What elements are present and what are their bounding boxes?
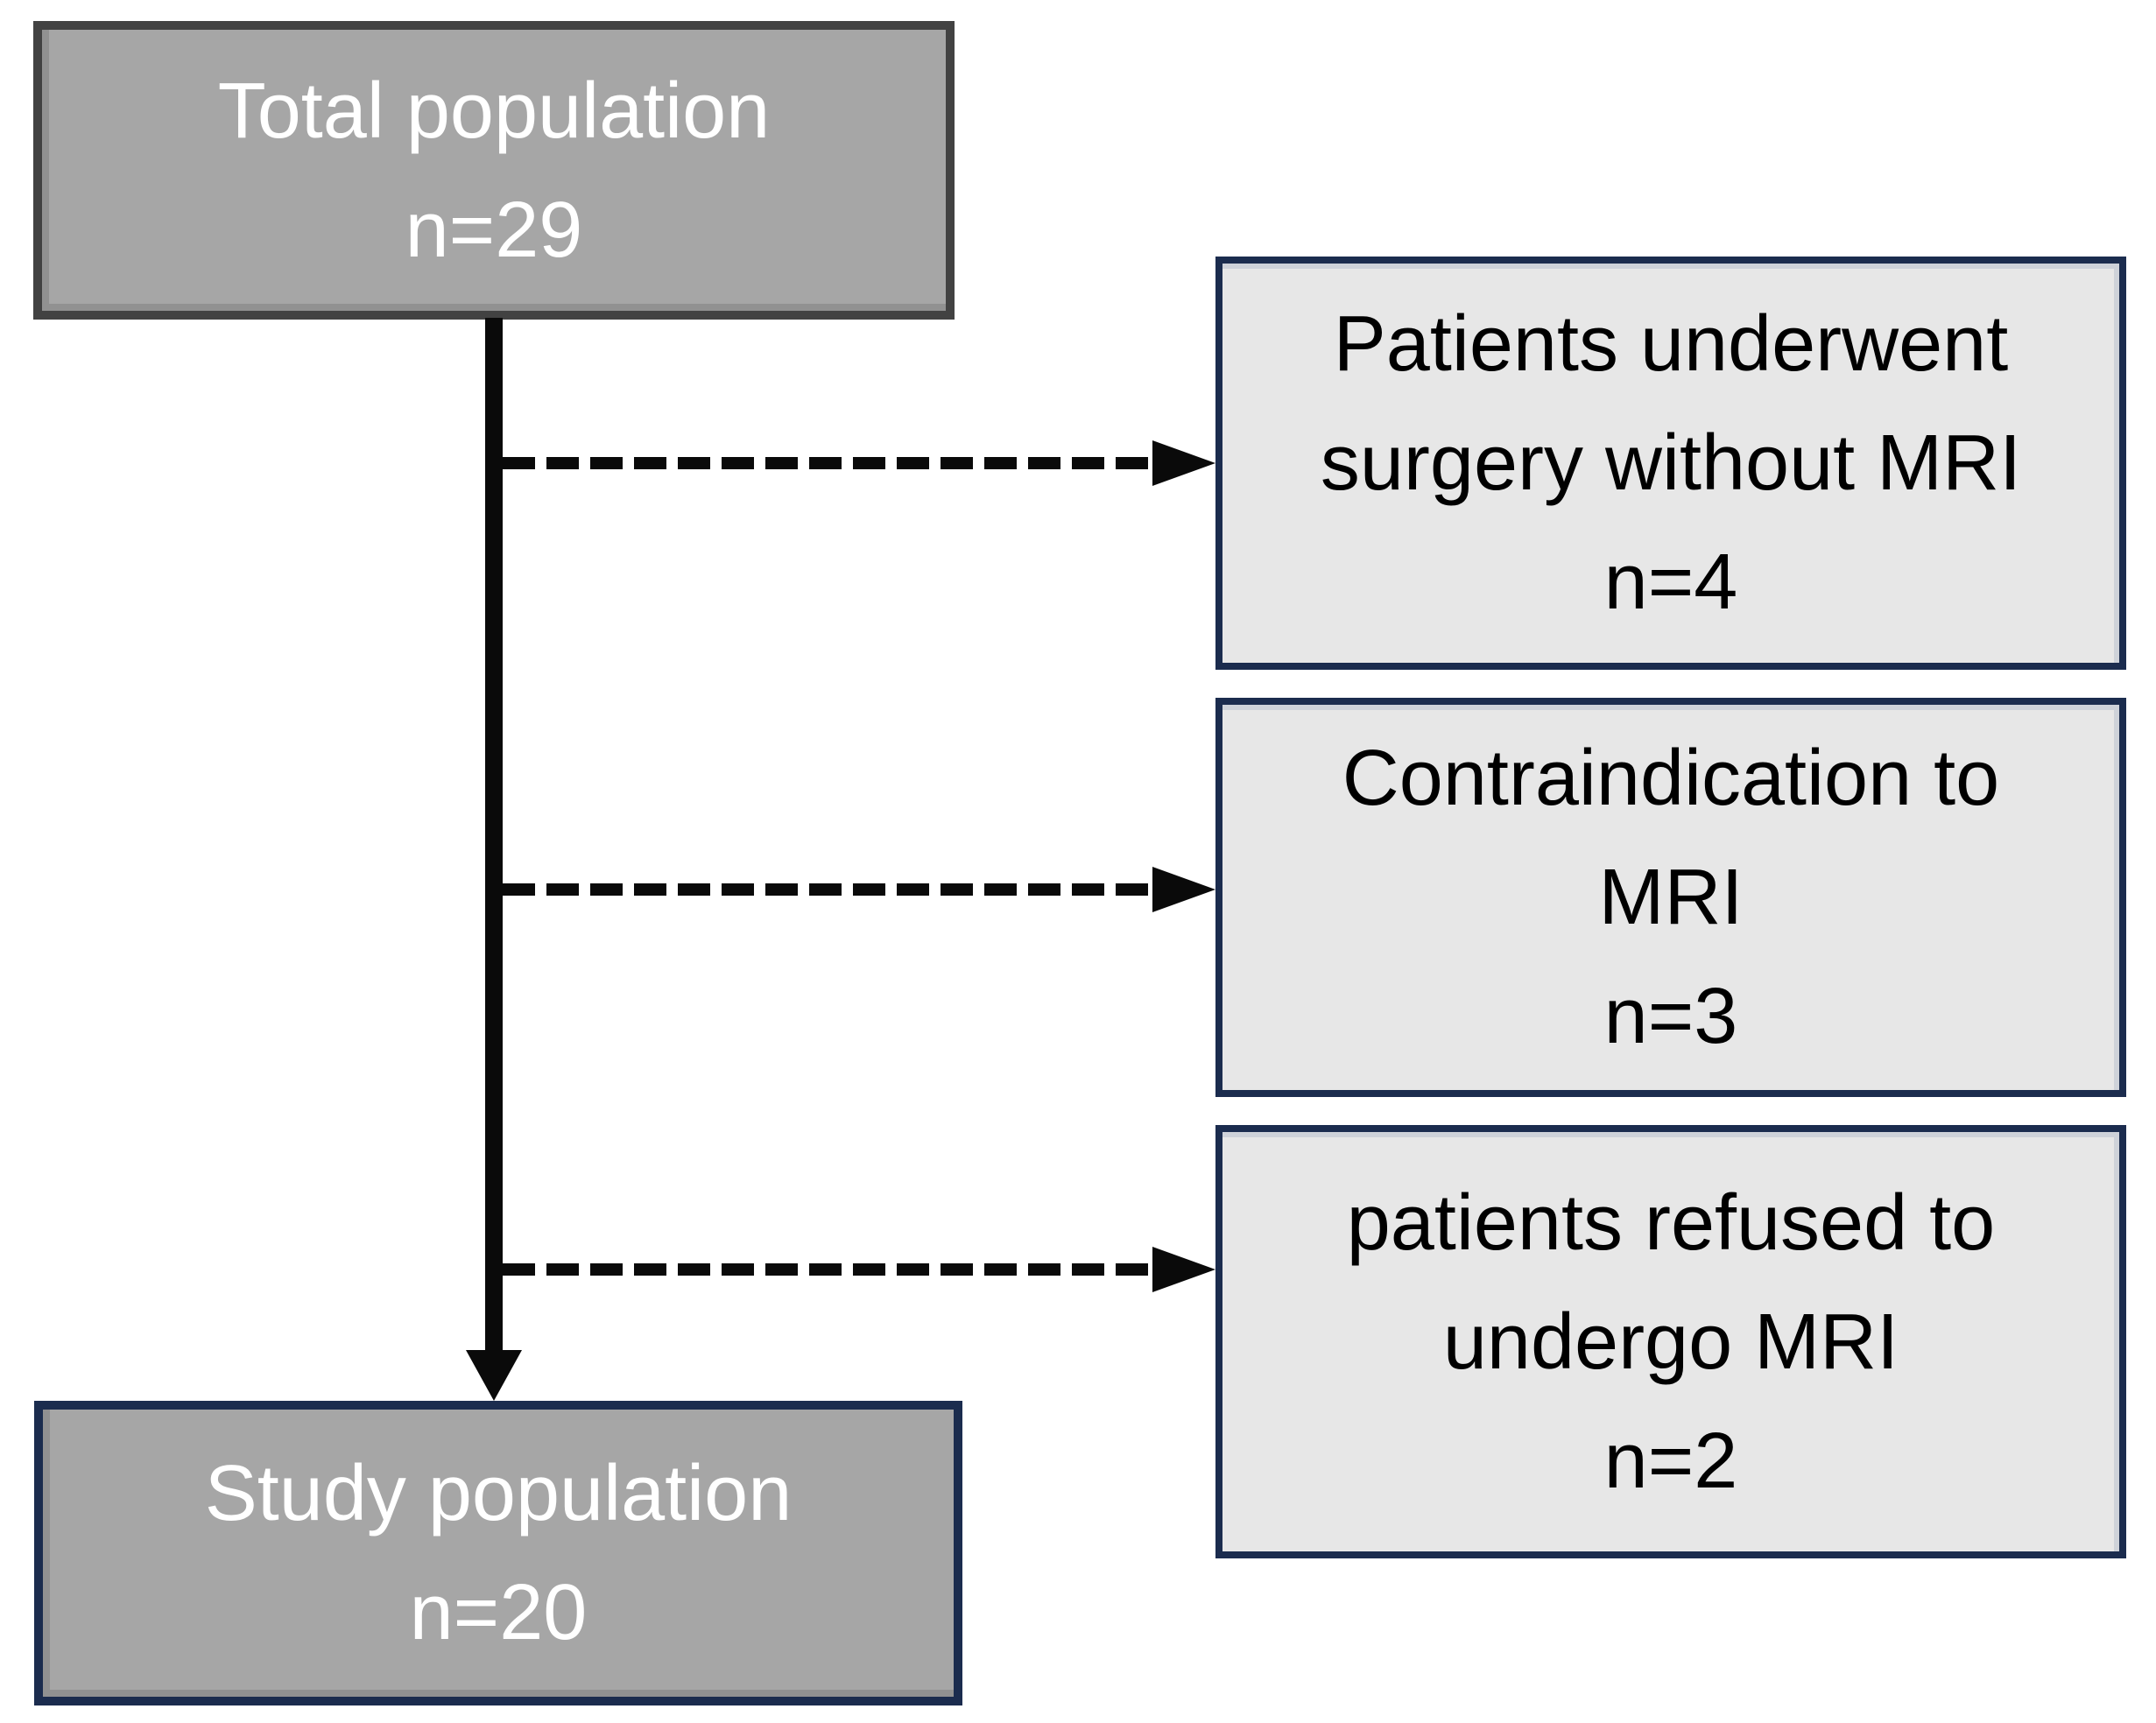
exclusion-arrow-line-3 [503,1263,1154,1276]
exclusion-arrow-head-icon-1 [1152,440,1215,486]
node-total-label: Total population [217,67,771,155]
exclusion-arrow-head-icon-3 [1152,1247,1215,1292]
node-total-population: Total population n=29 [33,21,955,320]
exclusion-count: n=2 [1603,1417,1738,1505]
exclusion-line: undergo MRI [1442,1298,1899,1386]
exclusion-line: patients refused to [1346,1178,1996,1267]
exclusion-line: MRI [1598,854,1744,941]
node-study-label: Study population [204,1450,793,1537]
node-study-population: Study population n=20 [34,1401,962,1705]
node-study-count: n=20 [409,1569,588,1656]
node-total-count: n=29 [405,186,583,274]
node-exclusion-contraindication-mri: Contraindication to MRI n=3 [1215,698,2126,1097]
main-flow-arrow-head-icon [466,1350,522,1401]
exclusion-line: surgery without MRI [1320,419,2022,507]
exclusion-count: n=3 [1603,973,1738,1060]
node-exclusion-surgery-without-mri: Patients underwent surgery without MRI n… [1215,257,2126,670]
node-exclusion-refused-mri: patients refused to undergo MRI n=2 [1215,1125,2126,1558]
exclusion-line: Patients underwent [1333,300,2009,388]
exclusion-arrow-line-1 [503,457,1154,469]
exclusion-arrow-line-2 [503,883,1154,896]
exclusion-arrow-head-icon-2 [1152,867,1215,912]
exclusion-count: n=4 [1603,538,1738,626]
main-flow-arrow-line [485,318,503,1353]
exclusion-line: Contraindication to [1342,735,2000,822]
